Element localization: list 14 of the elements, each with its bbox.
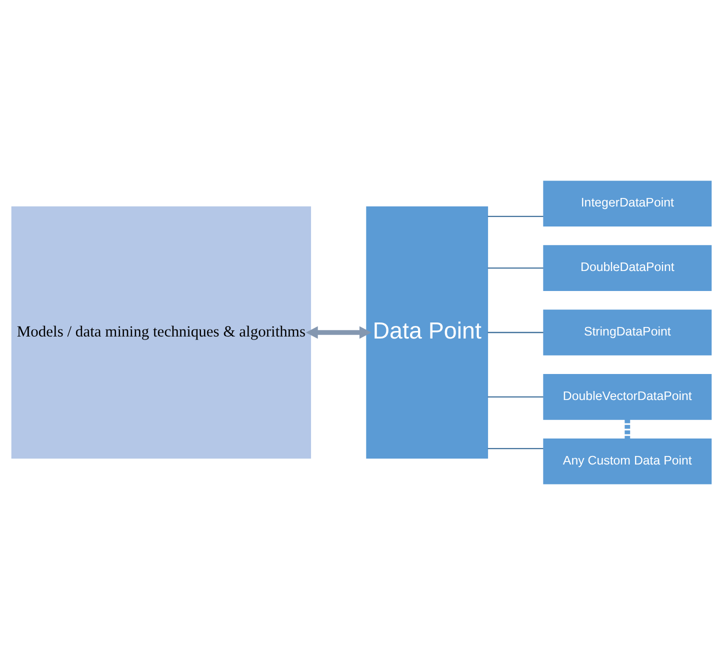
node-box: Data Point (366, 206, 488, 458)
node-box: StringDataPoint (543, 309, 712, 355)
connector (488, 266, 544, 268)
connector (488, 396, 544, 398)
connector (624, 418, 630, 438)
node-box: Models / data mining techniques & algorithms (11, 206, 312, 458)
node-box: IntegerDataPoint (543, 180, 712, 226)
connector (488, 215, 544, 217)
connector (488, 331, 544, 333)
node-box: DoubleDataPoint (543, 244, 712, 290)
node-box: DoubleVectorDataPoint (543, 374, 712, 420)
connector (488, 447, 544, 449)
node-box: Any Custom Data Point (543, 438, 712, 484)
arrow (306, 326, 372, 338)
